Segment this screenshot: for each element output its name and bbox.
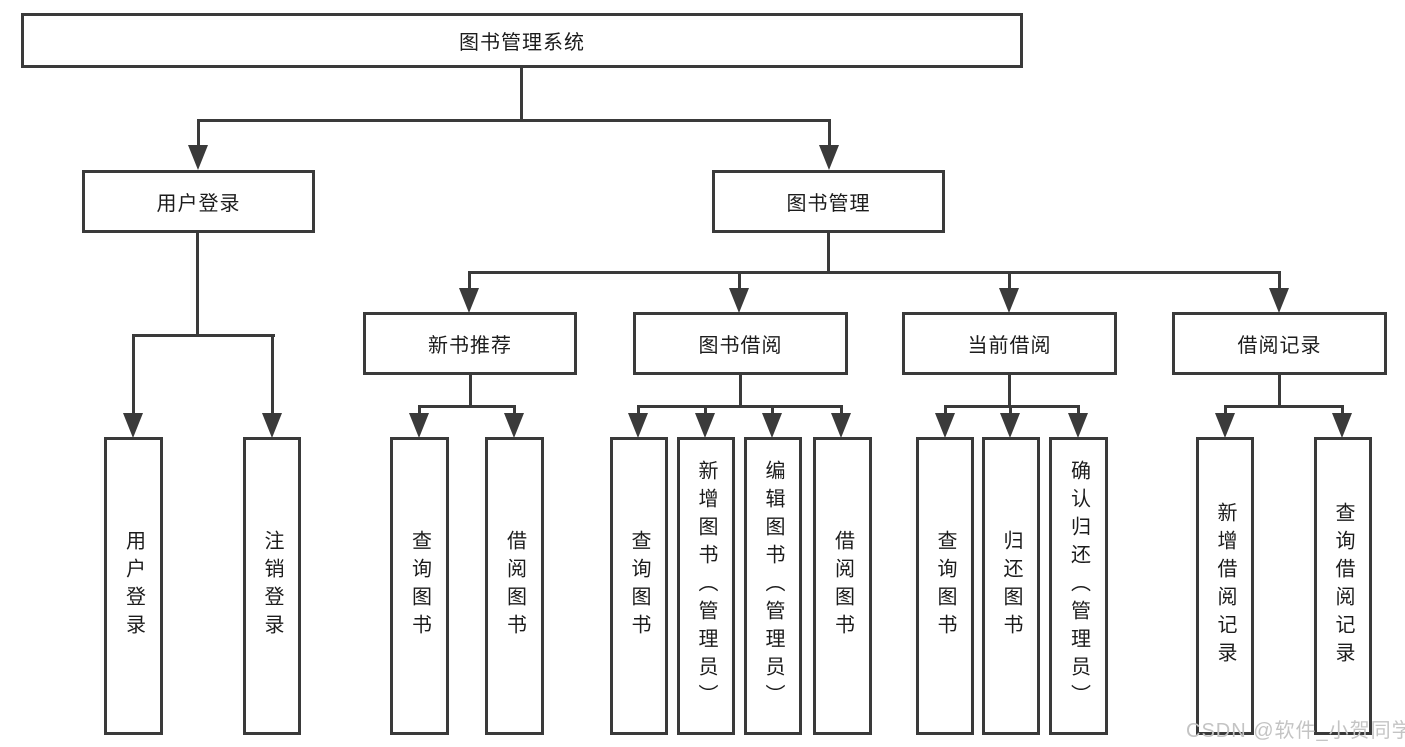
connector-line [520,67,523,121]
node-label: 当前借阅 [967,335,1052,357]
connector-line [271,334,274,416]
node-label: 查询图书 [628,530,650,642]
connector-line [828,119,831,148]
connector-line [418,405,421,419]
leaf-query-books-current: 查询图书 [916,437,974,735]
leaf-borrow-books-recommend: 借阅图书 [485,437,544,735]
csdn-watermark: CSDN @软件_小贺同学 [1186,720,1405,742]
arrow-down-icon [188,145,208,170]
arrow-down-icon [1215,413,1235,438]
connector-line [1008,374,1011,407]
leaf-query-books-borrowing: 查询图书 [610,437,668,735]
leaf-add-borrow-record: 新增借阅记录 [1196,437,1254,735]
node-borrowing-records: 借阅记录 [1172,312,1387,375]
arrow-down-icon [1068,413,1088,438]
connector-line [197,119,200,148]
connector-line [637,405,640,419]
connector-line [1278,374,1281,407]
node-label: 查询图书 [408,530,431,642]
arrow-down-icon [695,413,715,438]
node-label: 图书管理系统 [459,32,585,54]
leaf-query-borrow-record: 查询借阅记录 [1314,437,1372,735]
connector-line [944,405,947,419]
connector-line [738,271,741,291]
arrow-down-icon [504,413,524,438]
node-label: 用户登录 [122,530,145,642]
node-label: 注销登录 [261,530,283,642]
connector-line [1008,271,1011,291]
node-label: 新增图书（管理员） [695,460,717,712]
node-label: 编辑图书（管理员） [762,460,784,712]
arrow-down-icon [459,288,479,313]
connector-line [468,271,471,291]
connector-line [469,374,472,407]
arrow-down-icon [762,413,782,438]
node-label: 查询借阅记录 [1332,502,1354,670]
arrow-down-icon [999,288,1019,313]
connector-line [196,232,199,337]
connector-line [638,405,843,408]
connector-line [944,405,1080,408]
arrow-down-icon [1269,288,1289,313]
connector-line [1341,405,1344,419]
connector-line [1278,271,1281,291]
node-label: 查询图书 [934,530,956,642]
connector-line [827,232,830,274]
node-current-borrowing: 当前借阅 [902,312,1117,375]
node-book-borrowing: 图书借阅 [633,312,848,375]
connector-line [1077,405,1080,419]
node-label: 归还图书 [1000,530,1022,642]
connector-line [418,405,516,408]
connector-line [132,334,135,416]
leaf-query-books-recommend: 查询图书 [390,437,449,735]
node-label: 借阅图书 [503,530,526,642]
connector-line [840,405,843,419]
connector-line [1224,405,1344,408]
arrow-down-icon [123,413,143,438]
node-book-management: 图书管理 [712,170,945,233]
node-label: 图书借阅 [698,335,783,357]
node-label: 新增借阅记录 [1214,502,1236,670]
leaf-add-book-admin: 新增图书（管理员） [677,437,735,735]
node-library-system: 图书管理系统 [21,13,1023,68]
connector-line [197,119,831,122]
arrow-down-icon [729,288,749,313]
connector-line [739,374,742,407]
connector-line [1009,405,1012,419]
node-new-book-recommend: 新书推荐 [363,312,577,375]
arrow-down-icon [1332,413,1352,438]
node-label: 用户登录 [156,193,241,215]
leaf-return-books: 归还图书 [982,437,1040,735]
arrow-down-icon [409,413,429,438]
connector-line [468,271,1281,274]
connector-line [704,405,707,419]
node-user-login: 用户登录 [82,170,315,233]
connector-line [132,334,275,337]
node-label: 新书推荐 [428,335,512,357]
arrow-down-icon [831,413,851,438]
node-label: 借阅记录 [1237,335,1322,357]
leaf-borrow-books-borrowing: 借阅图书 [813,437,872,735]
node-label: 借阅图书 [831,530,854,642]
node-label: 图书管理 [786,193,871,215]
arrow-down-icon [262,413,282,438]
leaf-edit-book-admin: 编辑图书（管理员） [744,437,802,735]
connector-line [513,405,516,419]
node-label: 确认归还（管理员） [1067,460,1090,712]
connector-line [1224,405,1227,419]
connector-line [771,405,774,419]
leaf-confirm-return-admin: 确认归还（管理员） [1049,437,1108,735]
arrow-down-icon [628,413,648,438]
arrow-down-icon [819,145,839,170]
arrow-down-icon [1000,413,1020,438]
leaf-logout: 注销登录 [243,437,301,735]
leaf-user-login: 用户登录 [104,437,163,735]
arrow-down-icon [935,413,955,438]
